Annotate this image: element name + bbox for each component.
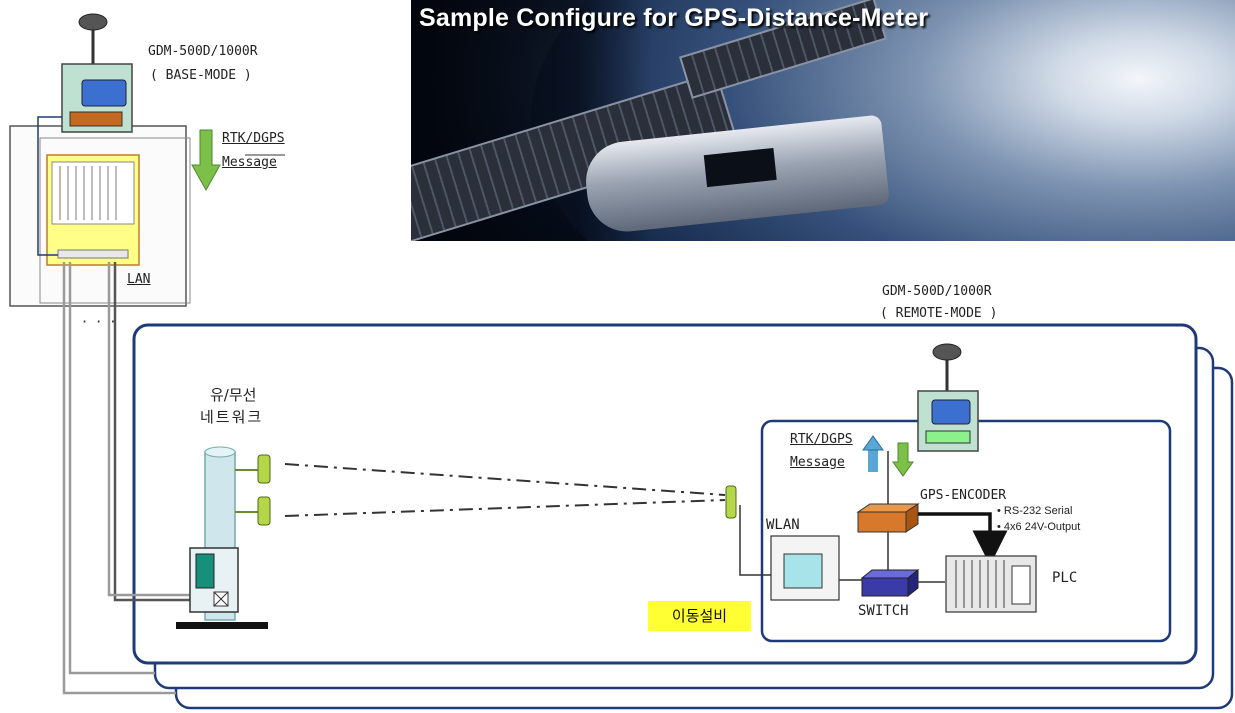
gps-antenna-icon <box>932 343 962 361</box>
banner-title: Sample Configure for GPS-Distance-Meter <box>419 4 929 32</box>
gps-antenna-icon <box>78 13 108 31</box>
remote-device-mode-label: ( REMOTE-MODE ) <box>880 306 998 321</box>
switch-label: SWITCH <box>858 603 909 619</box>
remote-message-label: RTK/DGPS <box>790 432 853 447</box>
encoder-output-24v: • 4x6 24V-Output <box>997 521 1081 533</box>
base-message-label: RTK/DGPS <box>222 131 285 146</box>
gps-module-icon <box>931 399 971 425</box>
more-cables-ellipsis: · · · <box>82 312 118 331</box>
mobile-equipment-tag: 이동설비 <box>648 601 751 631</box>
antenna-icon <box>257 496 271 526</box>
base-station <box>9 13 285 307</box>
wlan-module-icon <box>783 553 823 589</box>
encoder-output-serial: • RS-232 Serial <box>997 505 1073 517</box>
antenna-icon <box>257 454 271 484</box>
message-down-arrow-icon <box>892 442 914 477</box>
encoder-output-arrow <box>918 512 1008 566</box>
plc-rack-icon <box>51 161 135 225</box>
plc-label: PLC <box>1052 570 1078 586</box>
remote-antenna-icon <box>725 485 737 519</box>
network-label: 네트워크 <box>200 408 264 426</box>
base-device-mode-label: ( BASE-MODE ) <box>150 68 252 83</box>
gps-encoder-device <box>857 511 907 533</box>
remote-message-label: Message <box>790 455 845 470</box>
wireless-tower <box>176 446 271 629</box>
base-device-model-label: GDM-500D/1000R <box>148 44 258 59</box>
tower-base <box>176 622 268 629</box>
gps-module-icon <box>81 79 127 107</box>
base-cables <box>62 262 196 695</box>
wlan-label: WLAN <box>766 517 800 533</box>
rtk-down-arrow-icon <box>191 129 221 192</box>
remote-device-model-label: GDM-500D/1000R <box>882 284 992 299</box>
message-up-arrow-icon <box>862 435 884 451</box>
base-message-label: Message <box>222 155 277 170</box>
wlan-device <box>770 535 840 601</box>
gps-encoder-label: GPS-ENCODER <box>920 488 1007 503</box>
network-switch <box>861 577 909 597</box>
lan-hub-icon <box>57 249 129 259</box>
satellite-banner: Sample Configure for GPS-Distance-Meter <box>411 0 1235 241</box>
network-label: 유/무선 <box>210 386 257 404</box>
lan-label: LAN <box>127 272 151 287</box>
